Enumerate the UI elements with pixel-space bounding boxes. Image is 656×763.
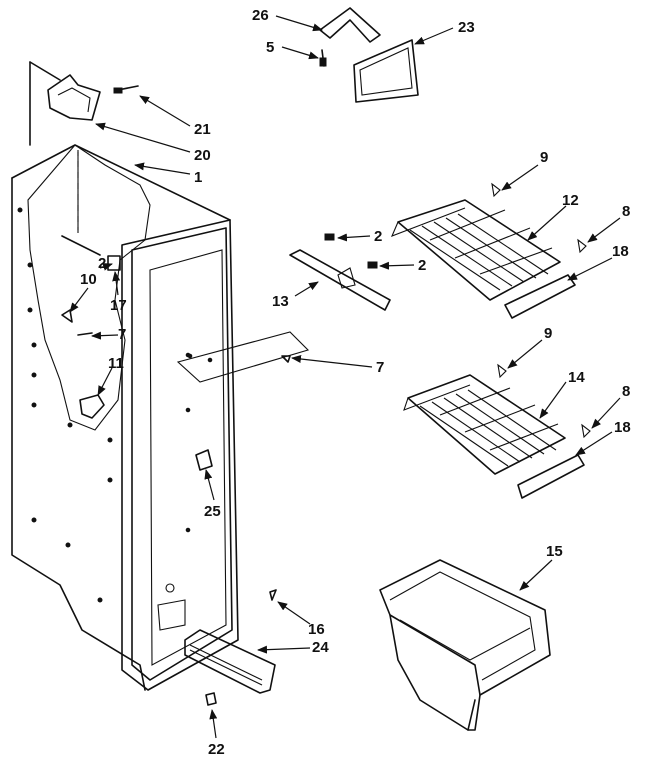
callout-5: 5 xyxy=(266,39,274,56)
callout-18-upper: 18 xyxy=(612,243,629,260)
callout-9-upper: 9 xyxy=(540,149,548,166)
callout-14: 14 xyxy=(568,369,585,386)
callout-12: 12 xyxy=(562,192,579,209)
callout-13: 13 xyxy=(272,293,289,310)
top-hinge xyxy=(47,74,139,121)
callout-17: 17 xyxy=(110,297,127,314)
callout-2-b: 2 xyxy=(418,257,426,274)
leader-lines xyxy=(69,15,621,739)
callout-8-upper: 8 xyxy=(622,203,630,220)
callout-11: 11 xyxy=(108,355,124,372)
callout-16: 16 xyxy=(308,621,325,638)
cabinet-liner xyxy=(11,61,239,691)
callout-labels: 26 23 5 21 20 1 9 12 8 2 2 18 10 2 17 13… xyxy=(80,7,631,758)
upper-shelf xyxy=(390,182,587,319)
callout-1: 1 xyxy=(194,169,202,186)
callout-22: 22 xyxy=(208,741,225,758)
callout-15: 15 xyxy=(546,543,563,560)
control-plate xyxy=(176,331,310,383)
callout-7-left: 7 xyxy=(118,326,126,343)
top-light-assembly xyxy=(319,7,419,103)
plug xyxy=(205,692,217,706)
callout-2-c: 2 xyxy=(98,255,106,272)
callout-8-lower: 8 xyxy=(622,383,630,400)
callout-9-lower: 9 xyxy=(544,325,552,342)
lower-shelf xyxy=(403,363,591,499)
callout-7-right: 7 xyxy=(376,359,384,376)
callout-10: 10 xyxy=(80,271,97,288)
inner-components xyxy=(61,235,121,419)
callout-25: 25 xyxy=(204,503,221,520)
kick-plate xyxy=(184,589,277,694)
clip xyxy=(195,449,213,471)
callout-21: 21 xyxy=(194,121,211,138)
callout-23: 23 xyxy=(458,19,475,36)
storage-bin xyxy=(379,559,551,731)
callout-18-lower: 18 xyxy=(614,419,631,436)
callout-24: 24 xyxy=(312,639,329,656)
callout-20: 20 xyxy=(194,147,211,164)
callout-26: 26 xyxy=(252,7,269,24)
shelf-rail xyxy=(289,233,391,311)
callout-2-a: 2 xyxy=(374,228,382,245)
